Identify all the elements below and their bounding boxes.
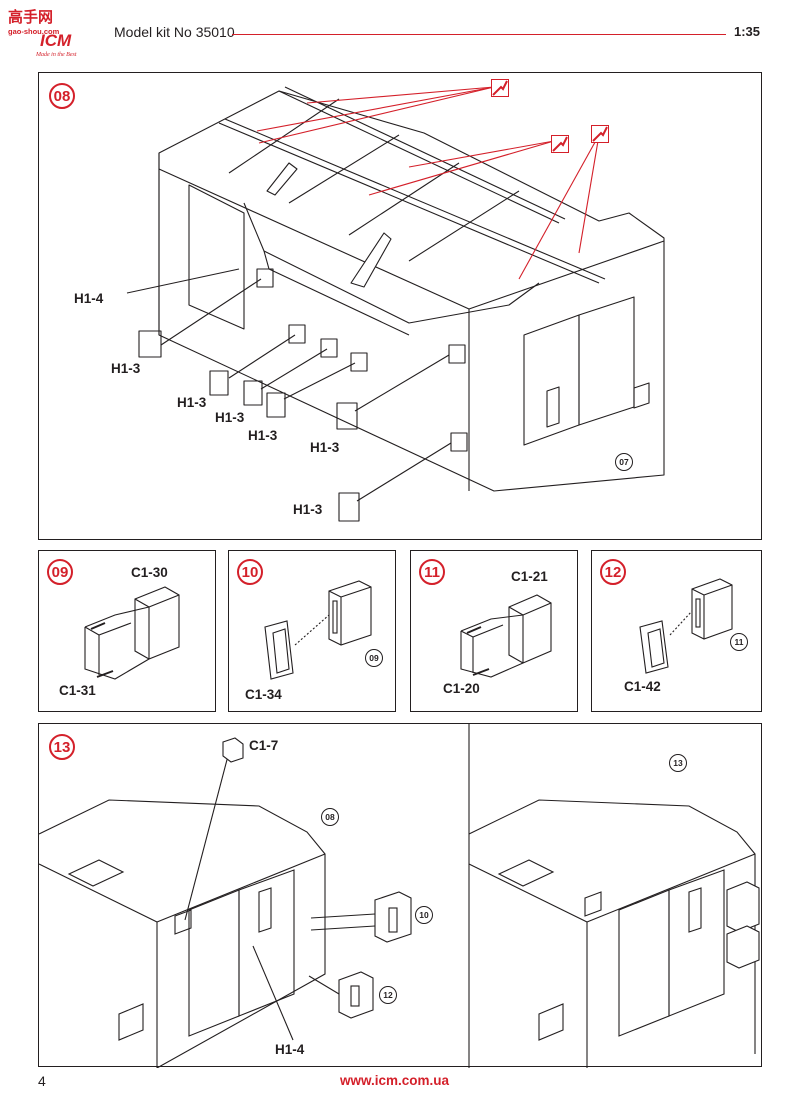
step-13-reference-badge-left: 08 [321, 808, 339, 826]
step-11-drawing [460, 594, 552, 678]
icm-logo: 高手网 gao-shou.com ICM Made in the Best [6, 6, 110, 58]
step-10-panel: 10 09 C1-34 [228, 550, 396, 712]
step-09-drawing [84, 586, 180, 680]
step-08-drawing [126, 86, 665, 522]
step-12-reference-badge: 11 [730, 633, 748, 651]
svg-text:ICM: ICM [40, 31, 72, 50]
step-12-drawing [639, 578, 733, 674]
part-label-h1-3: H1-3 [177, 395, 207, 410]
svg-text:Made in the Best: Made in the Best [35, 52, 77, 58]
part-label-c1-20: C1-20 [443, 681, 480, 696]
scale-label: 1:35 [734, 24, 761, 39]
step-09-panel: 09 C1-30 C1-31 [38, 550, 216, 712]
step-10-callout-badge: 10 [415, 906, 433, 924]
part-label-c1-31: C1-31 [59, 683, 96, 698]
part-label-h1-3: H1-3 [310, 440, 340, 455]
part-label-h1-3: H1-3 [293, 502, 323, 517]
part-label-h1-4: H1-4 [74, 291, 104, 306]
step-08-reference-badge: 07 [615, 453, 633, 471]
model-kit-title: Model kit No 35010 [114, 24, 235, 40]
step-10-badge: 10 [237, 559, 263, 585]
step-11-panel: 11 C1-21 C1-20 [410, 550, 578, 712]
part-label-h1-3: H1-3 [111, 361, 141, 376]
step-08-badge: 08 [49, 83, 75, 109]
part-label-c1-42: C1-42 [624, 679, 661, 694]
step-11-badge: 11 [419, 559, 445, 585]
step-10-drawing [264, 580, 372, 680]
step-13-reference-badge-right: 13 [669, 754, 687, 772]
step-12-badge: 12 [600, 559, 626, 585]
page-header: 高手网 gao-shou.com ICM Made in the Best Mo… [0, 0, 800, 60]
part-label-c1-21: C1-21 [511, 569, 548, 584]
page-number: 4 [38, 1073, 46, 1089]
part-label-c1-7: C1-7 [249, 738, 279, 753]
svg-text:gao-shou.com: gao-shou.com [8, 27, 60, 36]
step-10-reference-badge: 09 [365, 649, 383, 667]
header-rule [232, 34, 726, 35]
step-08-panel: 08 07 H1-4 H1-3 H1-3 H1-3 H1-3 H1-3 H1-3 [38, 72, 762, 540]
part-label-c1-34: C1-34 [245, 687, 282, 702]
step-13-drawing [39, 724, 760, 1068]
part-label-h1-3: H1-3 [215, 410, 245, 425]
step-13-panel: 13 08 13 10 12 C1-7 H1-4 [38, 723, 762, 1068]
website-link[interactable]: www.icm.com.ua [340, 1073, 450, 1088]
step-09-badge: 09 [47, 559, 73, 585]
part-label-c1-30: C1-30 [131, 565, 168, 580]
part-label-h1-3: H1-3 [248, 428, 278, 443]
part-label-h1-4: H1-4 [275, 1042, 305, 1057]
svg-text:高手网: 高手网 [8, 8, 53, 26]
step-12-callout-badge: 12 [379, 986, 397, 1004]
step-13-badge: 13 [49, 734, 75, 760]
step-12-panel: 12 11 C1-42 [591, 550, 762, 712]
